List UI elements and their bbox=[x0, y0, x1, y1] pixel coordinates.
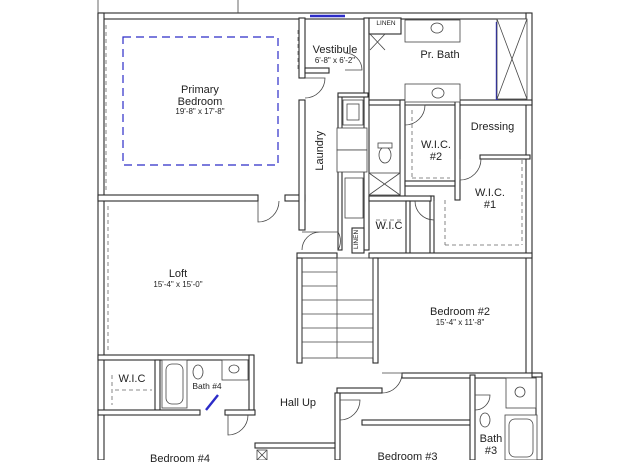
door-vestibule-right bbox=[344, 52, 363, 71]
wic2-bottom bbox=[404, 180, 456, 187]
loft-label: Loft 15'-4" x 15'-0" bbox=[128, 268, 228, 289]
laundry-label: Laundry bbox=[314, 126, 327, 176]
bedroom3-label: Bedroom #3 bbox=[365, 451, 450, 464]
room-dims: 19'-8" x 17'-8" bbox=[175, 107, 225, 117]
laundry-counter bbox=[344, 177, 364, 219]
room-name: Bedroom #3 bbox=[377, 451, 438, 463]
door-wic2 bbox=[404, 104, 426, 126]
linen-mid-box bbox=[351, 227, 365, 254]
sink-bowl bbox=[346, 103, 360, 121]
wic2-label: W.I.C. #2 bbox=[412, 139, 460, 163]
primary-tray-ceiling bbox=[122, 36, 279, 166]
room-name: Pr. Bath bbox=[420, 49, 460, 61]
stair-left bbox=[296, 257, 303, 364]
door-vestibule bbox=[304, 77, 326, 99]
toilet-prbath bbox=[378, 146, 392, 164]
bottom-corridor bbox=[254, 442, 336, 449]
linen-mid-label: LINEN bbox=[353, 229, 361, 249]
door-dressing bbox=[459, 158, 482, 181]
bath4-label: Bath #4 bbox=[188, 382, 226, 391]
doors bbox=[227, 33, 491, 436]
stair-right bbox=[372, 257, 379, 364]
laundry-top bbox=[337, 92, 369, 98]
room-name: W.I.C bbox=[118, 373, 146, 385]
vestibule-label: Vestibule 6'-8" x 6'-2" bbox=[305, 44, 365, 65]
room-dims: 6'-8" x 6'-2" bbox=[314, 55, 356, 65]
primary-bedroom-label: Primary Bedroom 19'-8" x 17'-8" bbox=[145, 84, 255, 117]
hall-up-label: Hall Up bbox=[268, 397, 328, 410]
pr-bath-label: Pr. Bath bbox=[410, 49, 470, 62]
linen-top-label: LINEN bbox=[376, 20, 396, 27]
bath3-label: Bath #3 bbox=[472, 433, 510, 457]
washer bbox=[336, 127, 368, 151]
wic-mid-label: W.I.C bbox=[370, 220, 408, 233]
room-name: W.I.C. #2 bbox=[421, 139, 451, 163]
fixtures bbox=[161, 18, 538, 460]
room-name: Bath #3 bbox=[479, 433, 503, 457]
door-hall bbox=[227, 414, 249, 436]
dashed-outlines bbox=[105, 25, 523, 405]
primary-right-wall-b bbox=[298, 99, 306, 231]
room-name: Laundry bbox=[314, 130, 327, 171]
bedroom3-left bbox=[334, 392, 341, 460]
room-name: Bedroom #4 bbox=[150, 453, 210, 465]
sink-lower bbox=[431, 87, 445, 99]
wic1-label: W.I.C. #1 bbox=[465, 187, 515, 211]
staircase bbox=[301, 257, 374, 359]
room-name: Bedroom #2 bbox=[430, 306, 490, 318]
sink-top bbox=[430, 22, 444, 34]
room-name: Vestibule bbox=[312, 44, 358, 56]
prbath-inner-left bbox=[399, 99, 406, 201]
wic-left-right bbox=[154, 359, 161, 411]
room-name: Hall Up bbox=[279, 397, 317, 409]
primary-bottom-wall bbox=[97, 194, 259, 202]
dryer bbox=[336, 149, 368, 173]
door-wic1 bbox=[414, 200, 435, 221]
toilet-bath3 bbox=[479, 412, 491, 428]
room-name: Primary Bedroom bbox=[177, 84, 223, 108]
wic-left-label: W.I.C bbox=[112, 373, 152, 386]
room-dims: 15'-4" x 15'-0" bbox=[153, 279, 203, 289]
room-name: Bath #4 bbox=[192, 381, 222, 391]
dressing-bottom bbox=[479, 154, 531, 160]
bedroom2-bottom-b bbox=[336, 387, 383, 394]
mid-horizontal bbox=[368, 195, 432, 202]
bedroom2-label: Bedroom #2 15'-4" x 11'-8" bbox=[410, 306, 510, 327]
left-wall bbox=[97, 12, 105, 460]
laundry-left bbox=[337, 94, 343, 251]
bath4-right bbox=[248, 354, 255, 411]
door-linen-top bbox=[369, 33, 386, 51]
door-bedroom3 bbox=[339, 399, 361, 421]
room-name: Loft bbox=[168, 268, 188, 280]
room-dims: 15'-4" x 11'-8" bbox=[435, 317, 485, 327]
bedroom4-label: Bedroom #4 bbox=[135, 453, 225, 466]
door-primary bbox=[257, 200, 280, 223]
toilet-bath4 bbox=[192, 364, 204, 380]
dressing-label: Dressing bbox=[465, 121, 520, 134]
room-name: W.I.C. #1 bbox=[475, 187, 505, 211]
vestibule-bottom-wall bbox=[304, 67, 330, 74]
bath3-left bbox=[469, 374, 476, 460]
door-laundry-b bbox=[320, 231, 341, 251]
door-bath3 bbox=[474, 394, 491, 411]
bedroom2-bottom bbox=[401, 372, 533, 379]
room-name: W.I.C bbox=[375, 220, 403, 232]
bath4-door-blue bbox=[205, 394, 219, 411]
door-laundry bbox=[301, 231, 321, 251]
stair-top bbox=[296, 252, 338, 259]
primary-right-wall bbox=[298, 17, 306, 79]
lower-left-mid-b bbox=[224, 409, 256, 416]
wic1-left bbox=[429, 195, 435, 257]
door-bedroom2 bbox=[381, 372, 403, 394]
bedroom3-top bbox=[361, 419, 473, 426]
loft-bottom-a bbox=[97, 354, 254, 361]
room-name: Dressing bbox=[470, 121, 515, 133]
bedroom2-top bbox=[368, 252, 533, 259]
lower-left-mid bbox=[97, 409, 201, 416]
